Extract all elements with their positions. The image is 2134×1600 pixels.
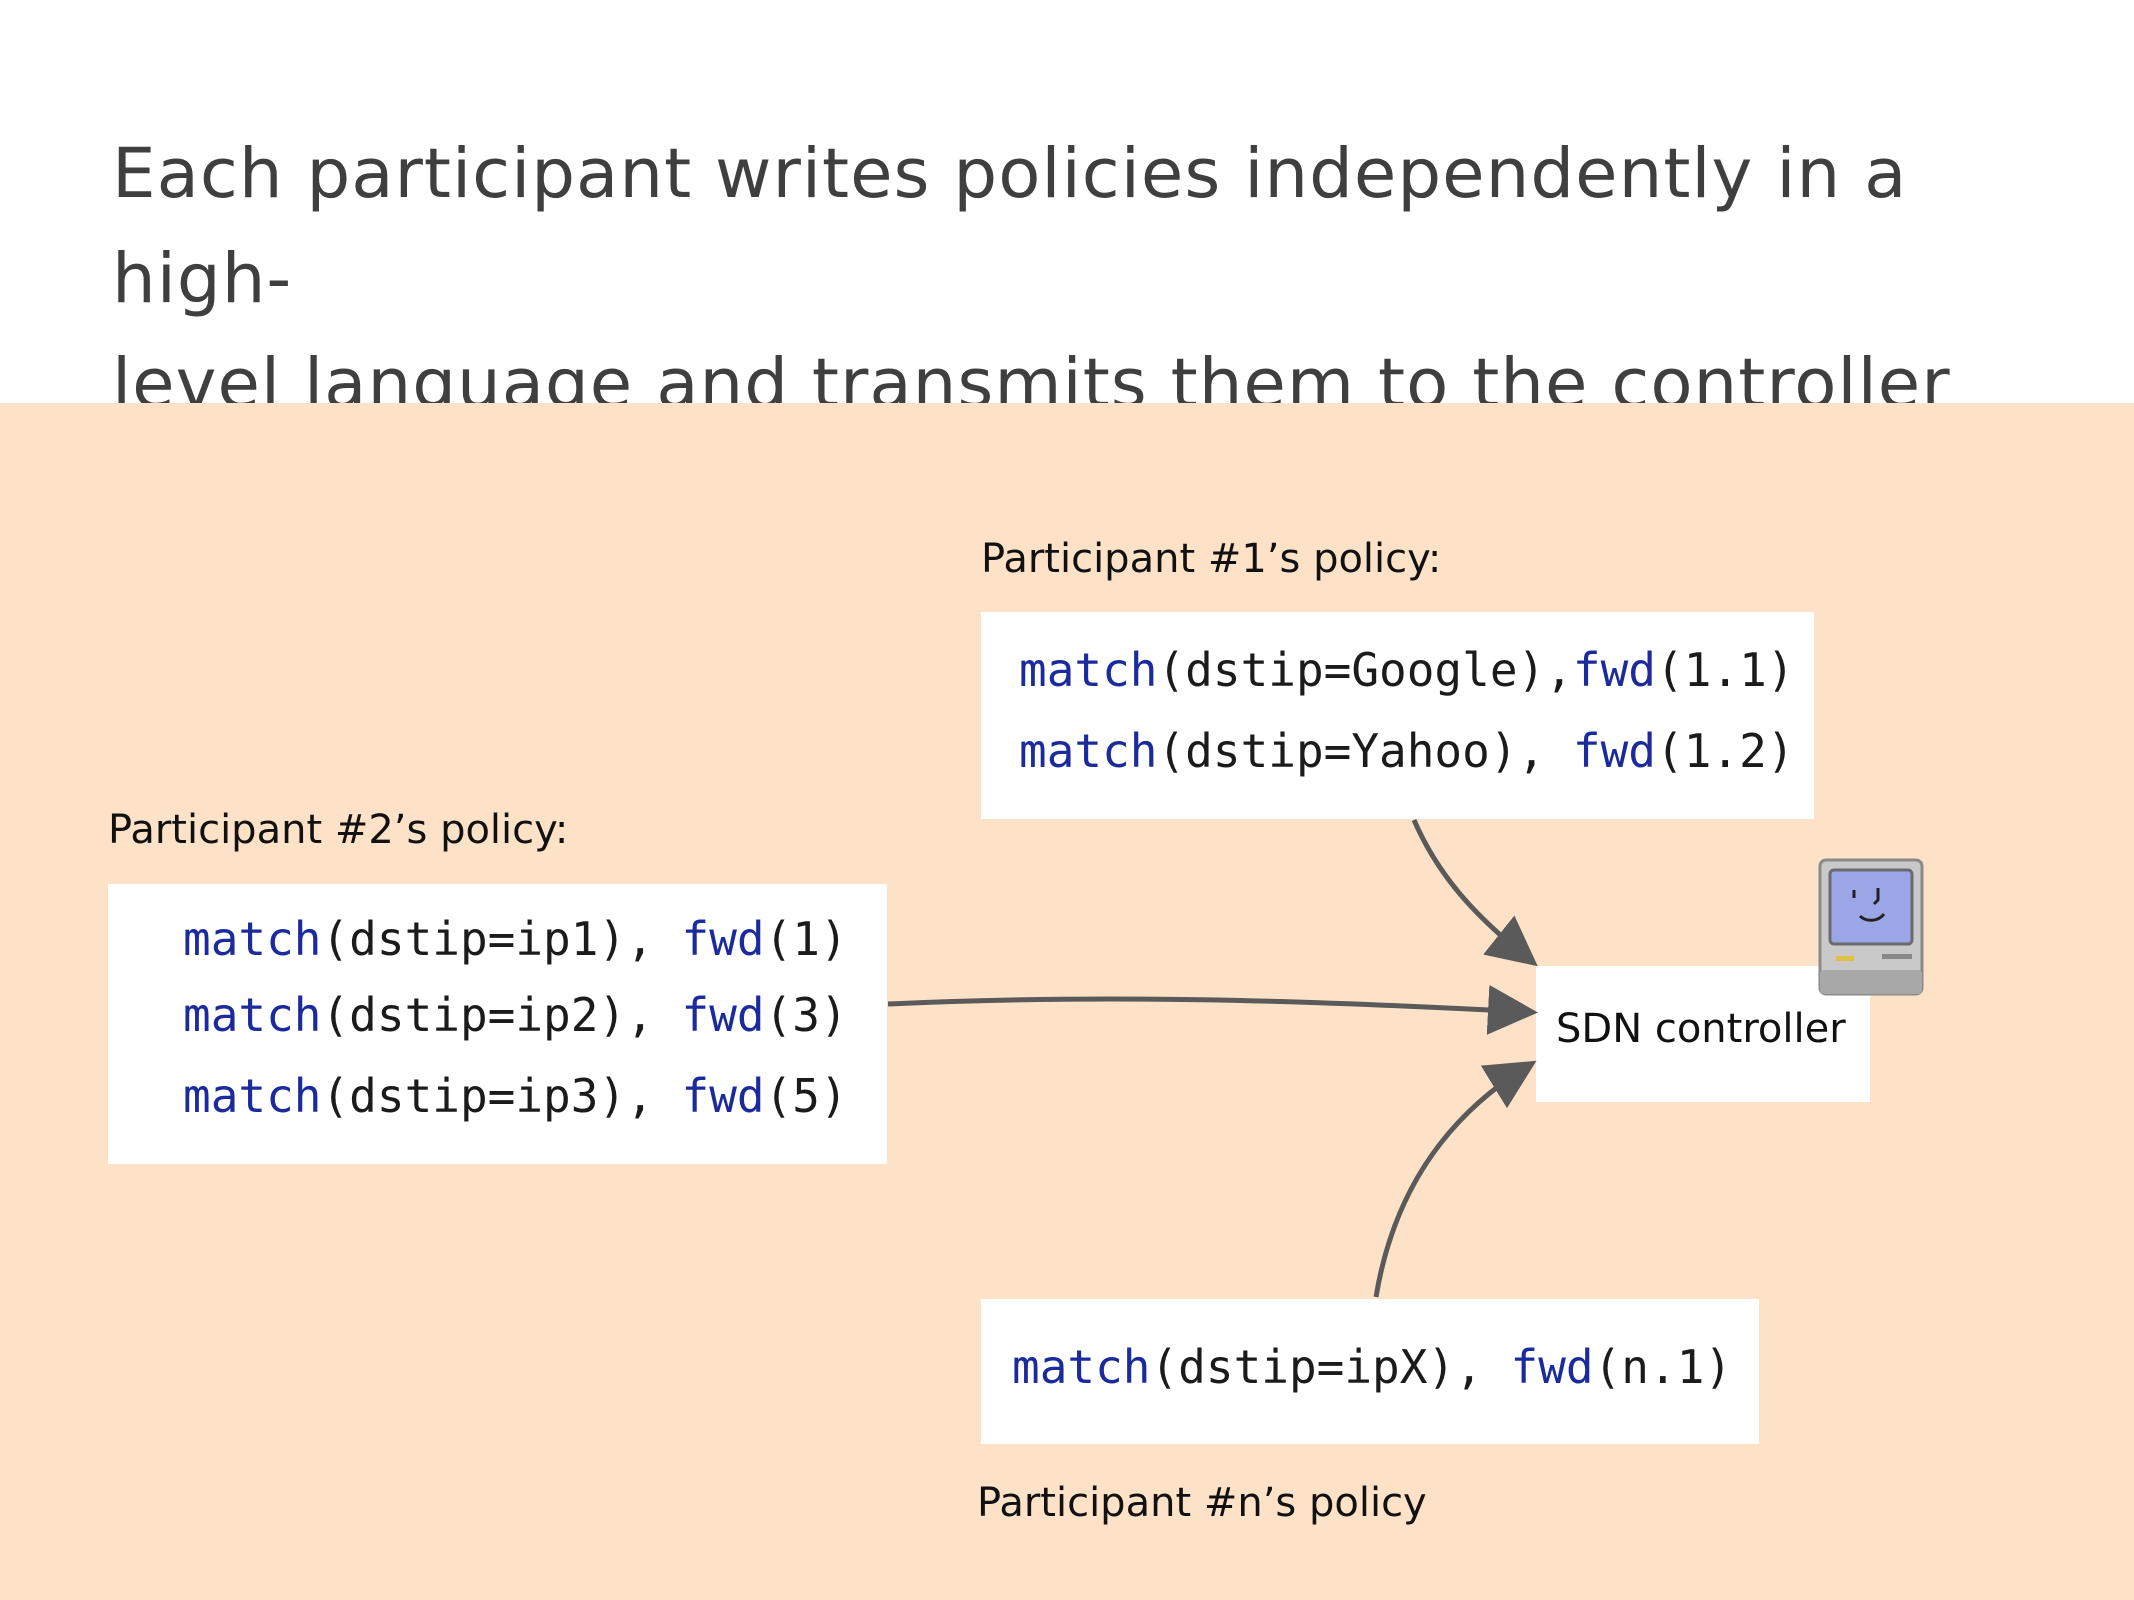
arrow-participant-n [1373,1060,1537,1298]
participant-2-rule-2: match(dstip=ip2), fwd(3) [183,988,848,1042]
participant-1-policy-box [981,612,1814,819]
fwd-keyword: fwd [1572,724,1656,778]
match-keyword: match [183,988,322,1042]
participant-1-caption: Participant #1’s policy: [981,536,1442,582]
sdn-controller-label: SDN controller [1556,1006,1846,1052]
sdn-controller-box [1536,966,1870,1102]
match-keyword: match [1019,724,1158,778]
participant-2-policy-box [108,884,887,1164]
fwd-port: (3) [764,988,848,1042]
fwd-port: (1.1) [1656,643,1795,697]
fwd-port: (1.2) [1656,724,1795,778]
fwd-port: (5) [764,1069,848,1123]
participant-n-caption: Participant #n’s policy [977,1480,1427,1526]
fwd-port: (n.1) [1593,1340,1733,1394]
participant-2-rule-3: match(dstip=ip3), fwd(5) [183,1069,848,1123]
match-args: (dstip=ip1), [321,912,682,966]
participant-2-rule-1: match(dstip=ip1), fwd(1) [183,912,848,966]
fwd-keyword: fwd [681,988,765,1042]
fwd-keyword: fwd [681,1069,765,1123]
match-args: (dstip=Yahoo), [1157,724,1573,778]
participant-1-rule-2: match(dstip=Yahoo), fwd(1.2) [1019,724,1794,778]
participant-1-rule-1: match(dstip=Google),fwd(1.1) [1019,643,1794,697]
match-args: (dstip=ipX), [1150,1340,1511,1394]
participant-n-rule-1: match(dstip=ipX), fwd(n.1) [1012,1340,1732,1394]
fwd-keyword: fwd [1510,1340,1594,1394]
participant-n-policy-box [981,1299,1759,1444]
participant-2-caption: Participant #2’s policy: [108,807,569,853]
match-keyword: match [183,1069,322,1123]
match-args: (dstip=ip2), [321,988,682,1042]
match-keyword: match [1012,1340,1151,1394]
arrow-participant-2 [887,984,1538,1035]
fwd-keyword: fwd [1572,643,1656,697]
computer-icon [1818,858,1924,996]
fwd-keyword: fwd [681,912,765,966]
match-args: (dstip=ip3), [321,1069,682,1123]
arrow-participant-1 [1411,819,1538,967]
match-keyword: match [183,912,322,966]
title-line-1: Each participant writes policies indepen… [112,134,1908,319]
fwd-port: (1) [764,912,848,966]
match-args: (dstip=Google), [1157,643,1573,697]
match-keyword: match [1019,643,1158,697]
